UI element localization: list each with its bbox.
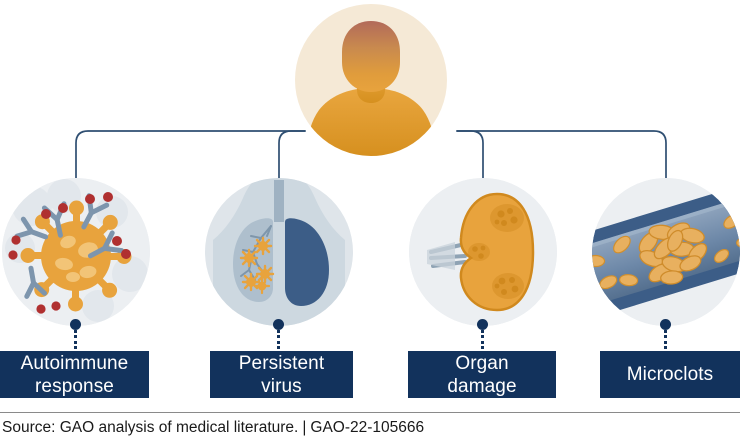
- label-microclots[interactable]: Microclots: [600, 351, 740, 398]
- person-silhouette-icon: [295, 4, 447, 156]
- node-dot-microclots: [660, 319, 671, 330]
- label-autoimmune-response[interactable]: Autoimmune response: [0, 351, 149, 398]
- stem-microclots: [664, 330, 667, 349]
- icon-circle-persistent-virus: [205, 178, 353, 326]
- footer-divider: [0, 412, 740, 413]
- label-persistent-virus[interactable]: Persistent virus: [210, 351, 353, 398]
- label-autoimmune-response-line1: Autoimmune: [20, 352, 129, 374]
- icon-circle-microclots: [592, 178, 740, 326]
- source-separator: |: [302, 419, 307, 436]
- label-organ-damage-line1: Organ: [455, 352, 509, 374]
- source-note: Source: GAO analysis of medical literatu…: [2, 419, 424, 437]
- icon-circle-organ-damage: [409, 178, 557, 326]
- stem-organ-damage: [481, 330, 484, 349]
- label-persistent-virus-line1: Persistent: [238, 352, 325, 374]
- node-dot-organ-damage: [477, 319, 488, 330]
- node-dot-autoimmune-response: [70, 319, 81, 330]
- virus-with-antibodies-icon: [2, 178, 150, 326]
- kidney-icon: [409, 178, 557, 326]
- center-person-avatar: [295, 4, 447, 156]
- label-persistent-virus-line2: virus: [261, 375, 302, 397]
- label-microclots-line1: Microclots: [626, 364, 714, 385]
- icon-circle-autoimmune-response: [2, 178, 150, 326]
- label-organ-damage[interactable]: Organ damage: [408, 351, 556, 398]
- lungs-icon: [205, 178, 353, 326]
- node-dot-persistent-virus: [273, 319, 284, 330]
- report-number: GAO-22-105666: [310, 419, 425, 436]
- blood-vessel-clot-icon: [592, 178, 740, 326]
- label-organ-damage-line2: damage: [447, 375, 517, 397]
- label-autoimmune-response-line2: response: [35, 375, 114, 397]
- source-text: Source: GAO analysis of medical literatu…: [2, 419, 299, 436]
- stem-autoimmune-response: [74, 330, 77, 349]
- stem-persistent-virus: [277, 330, 280, 349]
